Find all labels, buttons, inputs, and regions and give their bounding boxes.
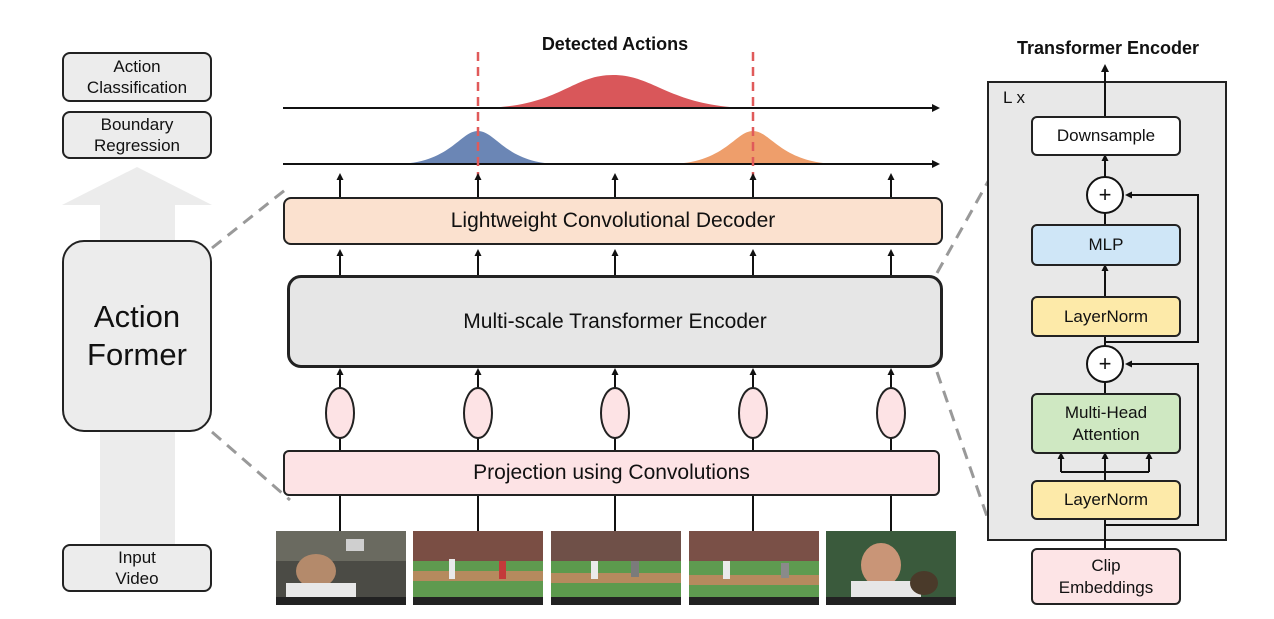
detection-peak-red <box>478 75 755 108</box>
attention-box: Multi-Head Attention <box>1031 393 1181 454</box>
boundary-regression-box: Boundary Regression <box>62 111 212 159</box>
decoder-box: Lightweight Convolutional Decoder <box>283 197 943 245</box>
token-ellipse <box>738 387 768 439</box>
action-former-label: Action Former <box>87 299 187 372</box>
mlp-box: MLP <box>1031 224 1181 266</box>
token-ellipse <box>876 387 906 439</box>
clip-embeddings-label: Clip Embeddings <box>1058 555 1154 597</box>
residual-add-bottom-icon <box>1086 345 1124 383</box>
projection-label: Projection using Convolutions <box>473 461 750 484</box>
repeat-label: L x <box>1003 88 1026 107</box>
video-frame-3 <box>551 531 681 605</box>
token-ellipse <box>463 387 493 439</box>
layernorm-top-label: LayerNorm <box>1063 306 1149 326</box>
downsample-box: Downsample <box>1031 116 1181 156</box>
plus-symbol-bottom: + <box>1098 351 1112 376</box>
encoder-label: Multi-scale Transformer Encoder <box>463 309 767 333</box>
detected-actions-title: Detected Actions <box>541 34 689 54</box>
video-frame-4 <box>689 531 819 605</box>
video-frame-1 <box>276 531 406 605</box>
projection-box: Projection using Convolutions <box>283 450 940 496</box>
action-former-box: Action Former <box>62 240 212 432</box>
downsample-label: Downsample <box>1056 126 1156 145</box>
video-frame-5 <box>826 531 956 605</box>
layernorm-top-box: LayerNorm <box>1031 296 1181 337</box>
video-frame-2 <box>413 531 543 605</box>
residual-add-top-icon <box>1086 176 1124 214</box>
action-classification-box: Action Classification <box>62 52 212 102</box>
mlp-label: MLP <box>1088 235 1124 254</box>
encoder-box: Multi-scale Transformer Encoder <box>287 275 943 368</box>
token-ellipse <box>325 387 355 439</box>
input-video-box: Input Video <box>62 544 212 592</box>
boundary-regression-label: Boundary Regression <box>94 115 180 155</box>
token-ellipse <box>600 387 630 439</box>
action-classification-label: Action Classification <box>86 57 188 97</box>
transformer-encoder-title: Transformer Encoder <box>1016 38 1200 58</box>
decoder-label: Lightweight Convolutional Decoder <box>450 209 776 232</box>
input-video-label: Input Video <box>115 548 159 588</box>
layernorm-bottom-box: LayerNorm <box>1031 480 1181 520</box>
attention-label: Multi-Head Attention <box>1064 402 1148 444</box>
layernorm-bottom-label: LayerNorm <box>1063 490 1149 509</box>
plus-symbol-top: + <box>1098 182 1112 207</box>
clip-embeddings-box: Clip Embeddings <box>1031 548 1181 605</box>
